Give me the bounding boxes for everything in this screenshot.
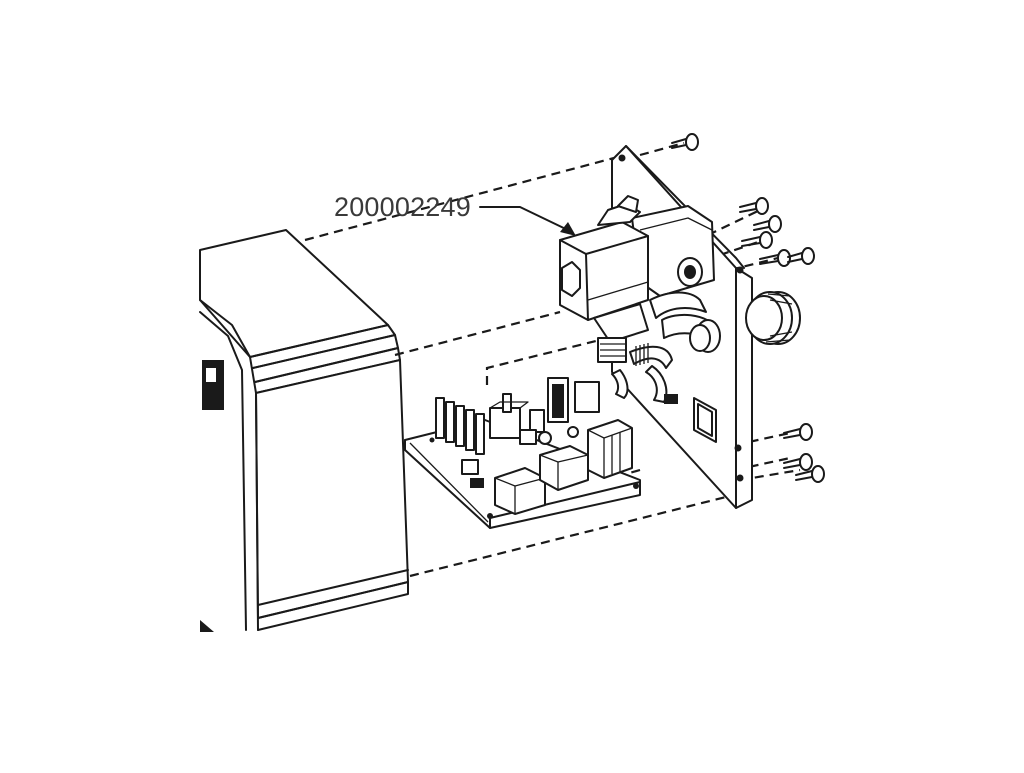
- coiled-tube: [635, 343, 649, 366]
- cable-gland: [745, 291, 801, 345]
- screw: [787, 247, 815, 265]
- circuit-board: [404, 377, 641, 529]
- screw: [739, 197, 769, 215]
- screw: [783, 423, 813, 441]
- screws: [671, 133, 825, 483]
- potentiometer: [489, 393, 529, 439]
- pin-header: [435, 397, 485, 455]
- screw: [795, 465, 825, 483]
- part-number-label: 200002249: [334, 192, 471, 222]
- screw: [783, 453, 813, 471]
- relays: [494, 419, 633, 515]
- board-components: [461, 377, 600, 488]
- solenoid-valve-assembly: [559, 195, 721, 404]
- brand-logo: [202, 360, 224, 410]
- screw: [741, 231, 773, 249]
- screw: [753, 215, 782, 233]
- housing-cover: [199, 229, 409, 632]
- callout-leader: [479, 206, 576, 236]
- screw: [671, 133, 699, 151]
